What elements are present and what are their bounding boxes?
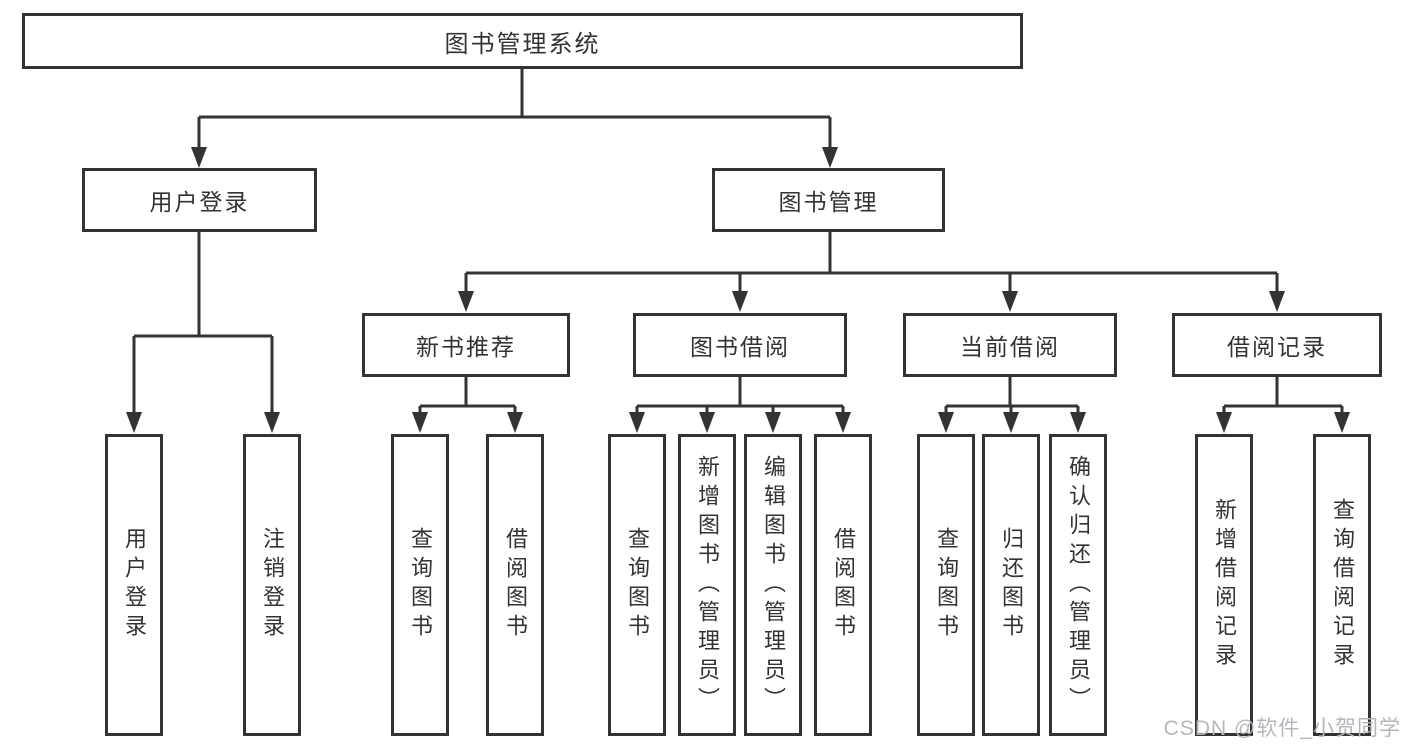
node-book-management: 图书管理 <box>712 168 945 232</box>
leaf-user-login: 用户登录 <box>105 434 163 736</box>
node-library-system-label: 图书管理系统 <box>444 30 601 58</box>
node-borrowing-records-label: 借阅记录 <box>1227 334 1327 360</box>
leaf-edit-book-admin-label: 编辑图书（管理员） <box>761 454 786 716</box>
leaf-borrow-books-recommend: 借阅图书 <box>486 434 544 736</box>
edge-newbooks-to-leaves <box>418 377 517 417</box>
leaf-query-books-current: 查询图书 <box>917 434 975 736</box>
node-new-book-recommend-label: 新书推荐 <box>416 334 516 360</box>
leaf-logout: 注销登录 <box>243 434 301 736</box>
leaf-query-books-recommend: 查询图书 <box>391 434 449 736</box>
leaf-return-books: 归还图书 <box>982 434 1040 736</box>
leaf-add-book-admin: 新增图书（管理员） <box>678 434 736 736</box>
edge-root-to-level2 <box>197 69 832 150</box>
node-user-login-label: 用户登录 <box>149 189 250 215</box>
node-book-borrowing: 图书借阅 <box>633 313 847 377</box>
node-current-borrowing: 当前借阅 <box>903 313 1117 377</box>
leaf-query-books-borrowing-label: 查询图书 <box>625 527 650 643</box>
node-current-borrowing-label: 当前借阅 <box>960 334 1060 360</box>
leaf-add-book-admin-label: 新增图书（管理员） <box>695 454 720 716</box>
leaf-query-books-recommend-label: 查询图书 <box>408 527 433 643</box>
csdn-watermark: CSDN @软件_小贺同学 <box>1163 717 1401 740</box>
node-library-system: 图书管理系统 <box>22 13 1023 69</box>
leaf-return-books-label: 归还图书 <box>999 527 1024 643</box>
leaf-confirm-return-admin: 确认归还（管理员） <box>1049 434 1107 736</box>
edge-currentborrow-to-leaves <box>944 377 1080 417</box>
leaf-query-borrow-record-label: 查询借阅记录 <box>1330 498 1355 672</box>
leaf-logout-label: 注销登录 <box>260 527 285 643</box>
node-book-borrowing-label: 图书借阅 <box>690 334 790 360</box>
leaf-borrow-books-recommend-label: 借阅图书 <box>503 527 528 643</box>
leaf-edit-book-admin: 编辑图书（管理员） <box>744 434 802 736</box>
node-new-book-recommend: 新书推荐 <box>362 313 570 377</box>
leaf-confirm-return-admin-label: 确认归还（管理员） <box>1066 454 1091 716</box>
leaf-add-borrow-record-label: 新增借阅记录 <box>1212 498 1237 672</box>
leaf-borrow-books-borrowing: 借阅图书 <box>814 434 872 736</box>
leaf-query-books-current-label: 查询图书 <box>934 527 959 643</box>
leaf-query-borrow-record: 查询借阅记录 <box>1313 434 1371 736</box>
leaf-add-borrow-record: 新增借阅记录 <box>1195 434 1253 736</box>
node-borrowing-records: 借阅记录 <box>1172 313 1382 377</box>
edge-borrowrecords-to-leaves <box>1222 377 1344 417</box>
edge-bookborrow-to-leaves <box>635 377 845 417</box>
arrowhead-icons <box>126 147 1350 433</box>
node-book-management-label: 图书管理 <box>778 189 879 215</box>
edge-userlogin-to-leaves <box>132 232 274 416</box>
leaf-borrow-books-borrowing-label: 借阅图书 <box>831 527 856 643</box>
edge-bookmgmt-to-level3 <box>464 232 1279 295</box>
leaf-user-login-label: 用户登录 <box>122 527 147 643</box>
node-user-login: 用户登录 <box>82 168 317 232</box>
leaf-query-books-borrowing: 查询图书 <box>608 434 666 736</box>
